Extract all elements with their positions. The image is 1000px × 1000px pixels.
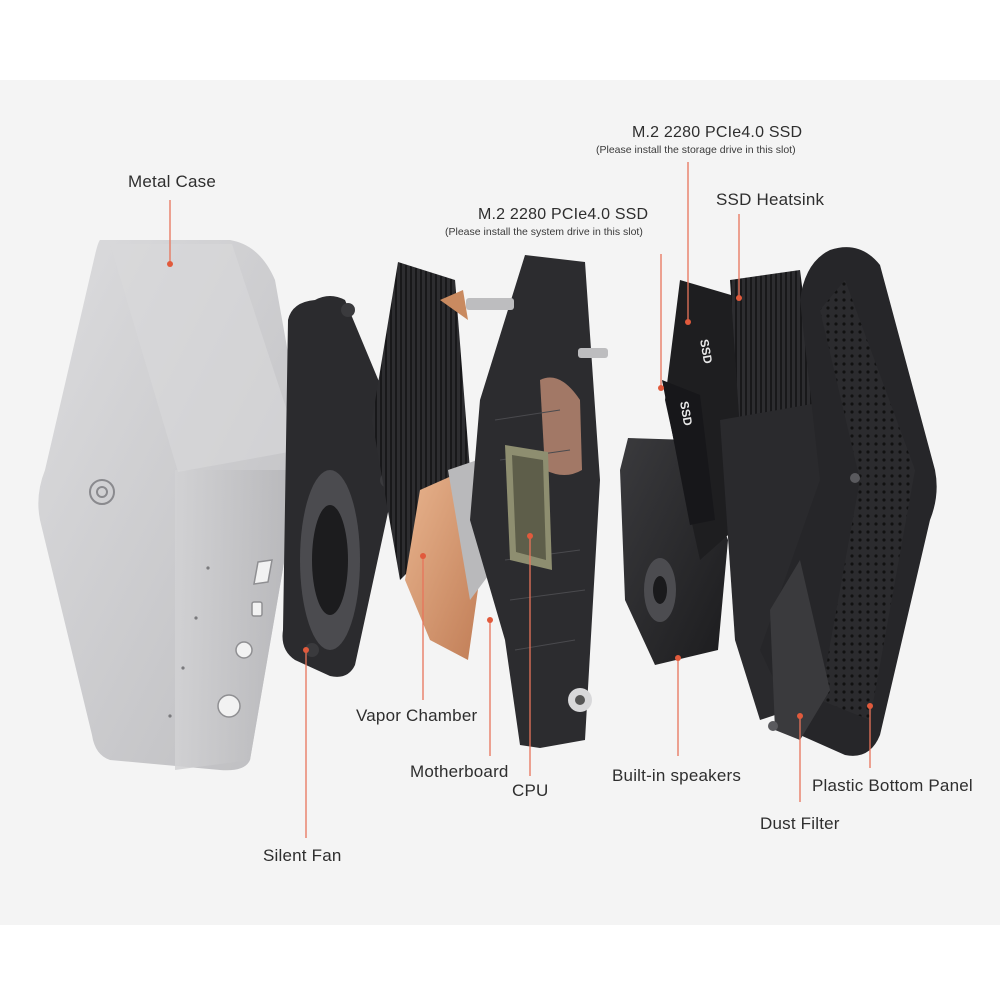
label-ssd-heatsink: SSD Heatsink	[716, 190, 825, 209]
label-ssd-system-note: (Please install the system drive in this…	[445, 226, 643, 238]
cpu	[505, 445, 552, 570]
ssd-card-text: SSD	[677, 400, 695, 427]
label-ssd-storage-note: (Please install the storage drive in thi…	[596, 144, 796, 156]
ssd-card-text: SSD	[697, 338, 715, 365]
label-motherboard: Motherboard	[410, 762, 509, 781]
vapor-chamber	[372, 262, 500, 660]
motherboard	[466, 255, 608, 748]
case-io-ports	[217, 559, 273, 718]
case-logo-icon	[89, 479, 115, 505]
label-vapor-chamber: Vapor Chamber	[356, 706, 478, 725]
metal-case	[38, 240, 305, 771]
label-speakers: Built-in speakers	[612, 766, 742, 785]
leader-lines	[167, 162, 873, 838]
plastic-bottom-panel	[760, 247, 937, 756]
label-ssd-system: M.2 2280 PCIe4.0 SSD	[478, 206, 649, 223]
label-cpu: CPU	[512, 781, 549, 800]
label-dust-filter: Dust Filter	[760, 814, 840, 833]
label-silent-fan: Silent Fan	[263, 846, 342, 865]
label-ssd-storage: M.2 2280 PCIe4.0 SSD	[632, 124, 803, 141]
silent-fan	[282, 296, 402, 677]
label-bottom-panel: Plastic Bottom Panel	[812, 776, 973, 795]
label-metal-case: Metal Case	[128, 172, 216, 191]
